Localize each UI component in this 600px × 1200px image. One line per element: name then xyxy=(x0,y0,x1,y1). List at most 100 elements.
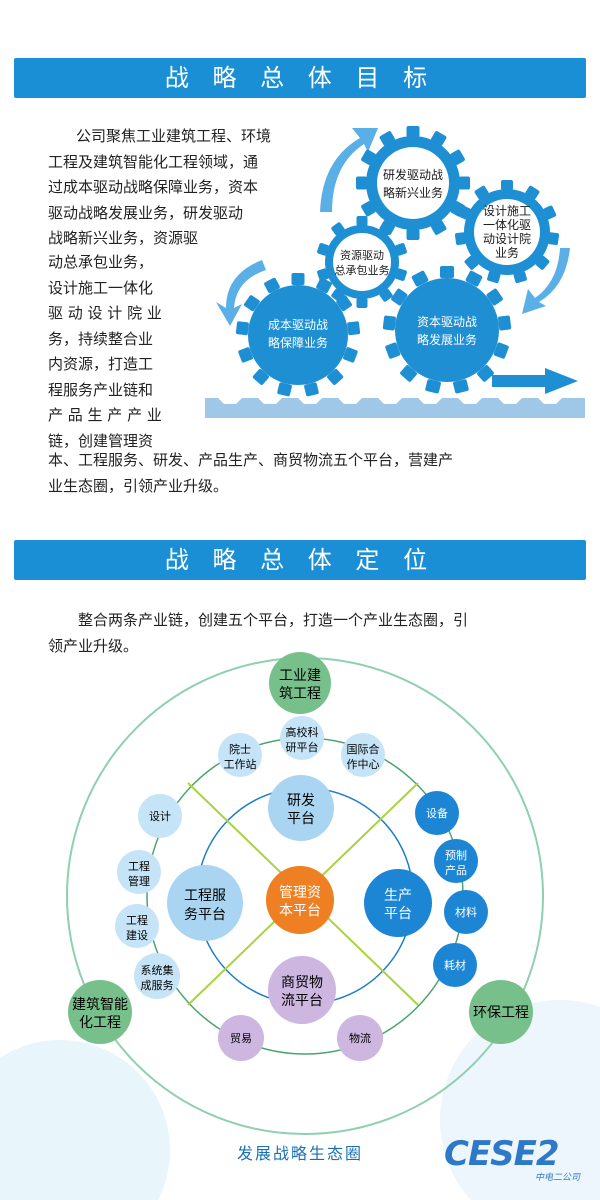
node-consumable-line1: 耗材 xyxy=(444,958,466,972)
node-international: 国际合 作中心 xyxy=(341,733,385,777)
corner-industrial-line2: 筑工程 xyxy=(279,686,321,702)
corner-intelligent-building: 建筑智能 化工程 xyxy=(68,980,132,1044)
node-prefab-line1: 预制 xyxy=(445,849,467,862)
gear-tooth xyxy=(547,232,560,246)
gear-tooth xyxy=(459,176,470,190)
gear-tooth xyxy=(385,342,401,359)
gear-tooth xyxy=(391,288,408,306)
gear-tooth xyxy=(501,180,513,190)
logo-subtext: 中电二公司 xyxy=(534,1173,580,1183)
node-eng-mgmt-line1: 工程 xyxy=(128,860,150,873)
platform-center-capital: 管理资 本平台 xyxy=(266,866,334,934)
ecosystem-diagram: 工业建 筑工程 建筑智能 化工程 环保工程 研发 平台 工程服 务平台 生产 平… xyxy=(0,652,600,1200)
gear-tooth xyxy=(317,268,329,281)
gear-cost-line2: 略保障业务 xyxy=(268,335,328,350)
corner-industrial-building: 工业建 筑工程 xyxy=(269,652,331,714)
platform-rd: 研发 平台 xyxy=(268,775,334,841)
gear-tooth xyxy=(465,270,483,287)
gear-tooth xyxy=(493,342,509,359)
gear-tooth xyxy=(406,126,420,137)
node-material: 材料 xyxy=(444,890,488,934)
gear-design-line1: 设计施工 xyxy=(483,204,531,218)
corner-intelligent-line1: 建筑智能 xyxy=(72,997,128,1013)
node-academician-line2: 工作站 xyxy=(224,757,257,771)
gear-tooth xyxy=(487,271,501,284)
gear-tooth xyxy=(252,368,269,385)
gear-rd-line1: 研发驱动战 xyxy=(383,167,443,182)
section-title-strategy-goal: 战 略 总 体 目 标 xyxy=(14,58,586,98)
node-university: 高校科 研平台 xyxy=(280,716,324,760)
gear-tooth xyxy=(304,382,319,397)
platform-production-line2: 平台 xyxy=(384,906,412,922)
node-logistics-line1: 物流 xyxy=(349,1031,371,1045)
node-engineering-management: 工程 管理 xyxy=(117,850,161,894)
gear-design-line2: 一体化驱 xyxy=(483,218,531,232)
node-design-line1: 设计 xyxy=(149,810,171,823)
platform-rd-line1: 研发 xyxy=(287,793,315,809)
platform-engineering: 工程服 务平台 xyxy=(167,865,243,941)
goal-paragraph-middle: 动总承包业务， 设计施工一体化 驱 动 设 计 院 业 务，持续整合业 内资源，… xyxy=(48,253,162,450)
node-eng-build-line2: 建设 xyxy=(126,928,148,942)
corner-intelligent-line2: 化工程 xyxy=(79,1015,121,1031)
gear-resource: 资源驱动 总承包业务 xyxy=(317,216,407,308)
platform-trade-line2: 流平台 xyxy=(281,993,323,1009)
gear-capital: 资本驱动战 略发展业务 xyxy=(382,266,512,394)
gear-tooth xyxy=(316,277,332,294)
node-international-line2: 作中心 xyxy=(347,758,380,771)
gear-rd: 研发驱动战 略新兴业务 xyxy=(356,126,470,240)
gear-tooth xyxy=(343,347,358,363)
platform-rd-line2: 平台 xyxy=(287,811,315,827)
node-material-line1: 材料 xyxy=(455,905,477,919)
node-equipment-line1: 设备 xyxy=(426,806,448,820)
gear-tooth xyxy=(498,315,512,331)
node-system-integration: 系统集 成服务 xyxy=(134,953,180,999)
node-system-line2: 成服务 xyxy=(141,979,174,992)
gear-tooth xyxy=(395,243,407,256)
gear-tooth xyxy=(486,288,503,306)
gear-tooth xyxy=(336,295,352,312)
curved-arrow-top-icon xyxy=(320,128,378,212)
gear-tooth xyxy=(317,243,329,256)
node-equipment: 设备 xyxy=(415,791,459,835)
curved-arrow-left-icon xyxy=(216,260,266,326)
gear-capital-line2: 略发展业务 xyxy=(417,332,477,347)
logo-text: CESE2 xyxy=(444,1134,560,1174)
gear-tooth xyxy=(406,229,420,240)
center-line1: 管理资 xyxy=(279,885,321,901)
company-logo: CESE2 中电二公司 xyxy=(444,1130,590,1186)
node-international-line1: 国际合 xyxy=(347,742,380,756)
gear-tooth xyxy=(440,266,454,278)
gear-design-line4: 业务 xyxy=(495,245,519,260)
gear-tooth xyxy=(356,176,367,190)
node-system-line1: 系统集 xyxy=(141,963,174,977)
platform-production: 生产 平台 xyxy=(364,869,432,937)
platform-production-line1: 生产 xyxy=(384,888,412,904)
gear-tooth xyxy=(477,365,494,382)
conveyor-belt xyxy=(205,398,585,418)
gear-tooth xyxy=(395,268,407,281)
corner-industrial-line1: 工业建 xyxy=(279,668,321,684)
node-engineering-construction: 工程 建设 xyxy=(115,904,159,948)
gear-cost-line1: 成本驱动战 xyxy=(268,318,328,332)
gear-tooth xyxy=(411,270,429,287)
node-academician-line1: 院士 xyxy=(229,742,251,756)
node-prefab: 预制 产品 xyxy=(434,839,478,883)
center-line2: 本平台 xyxy=(279,903,321,919)
gear-resource-line2: 总承包业务 xyxy=(335,263,390,277)
gear-tooth xyxy=(382,315,396,331)
gear-rd-line2: 略新兴业务 xyxy=(383,185,443,200)
gear-tooth xyxy=(356,216,368,226)
arrow-right-icon xyxy=(492,368,578,394)
gear-tooth xyxy=(347,321,361,336)
goal-paragraph-top: 公司聚焦工业建筑工程、环境 工程及建筑智能化工程领域，通 过成本驱动战略保障业务… xyxy=(48,127,272,247)
node-trade: 贸易 xyxy=(218,1015,264,1061)
gear-capital-line1: 资本驱动战 xyxy=(417,315,477,329)
positioning-paragraph: 整合两条产业链，创建五个平台，打造一个产业生态圈，引 领产业升级。 xyxy=(48,611,469,655)
gear-resource-line1: 资源驱动 xyxy=(340,248,384,262)
gear-tooth xyxy=(238,347,253,363)
node-prefab-line2: 产品 xyxy=(445,863,467,877)
gear-tooth xyxy=(425,379,441,394)
platform-trade-logistics: 商贸物 流平台 xyxy=(268,956,336,1024)
gear-cost: 成本驱动战 略保障业务 xyxy=(235,273,361,397)
gear-tooth xyxy=(400,365,417,382)
